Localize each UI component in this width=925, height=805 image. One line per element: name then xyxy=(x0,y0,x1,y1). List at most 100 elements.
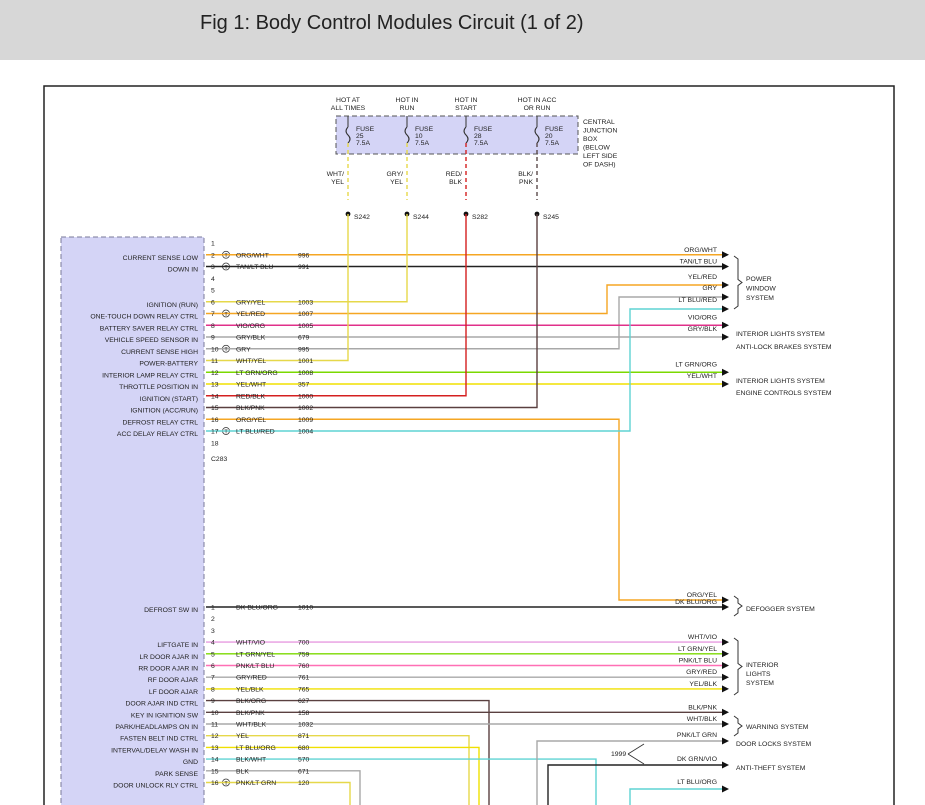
wire-color-label: GRY/RED xyxy=(236,675,267,682)
pin-number: 7 xyxy=(211,675,215,682)
circuit-number: 1007 xyxy=(298,311,313,318)
wire-red-blk xyxy=(206,214,467,397)
pin-number: 1 xyxy=(211,241,215,248)
wire-arrow xyxy=(722,251,729,259)
wire-color-label: LT GRN/ORG xyxy=(236,370,278,377)
pin-number: 11 xyxy=(211,722,218,729)
right-wire-color-label: ORG/YEL xyxy=(687,592,717,599)
pin-number: 16 xyxy=(211,780,219,787)
pin-label: DOWN IN xyxy=(168,267,198,274)
fuse-name: FUSE xyxy=(356,126,375,133)
wire-color-label: YEL/BLK xyxy=(236,686,264,693)
wire-color-label: BLK/ORG xyxy=(236,698,266,705)
fuse-number: 28 xyxy=(474,133,482,140)
circuit-number: 1000 xyxy=(298,393,313,400)
wire-color-label: BLK/PNK xyxy=(236,710,265,717)
pin-number: 12 xyxy=(211,370,219,377)
right-wire-color-label: WHT/BLK xyxy=(687,716,718,723)
wire-blk-org xyxy=(206,699,490,805)
wire-yel-red xyxy=(206,284,722,315)
system-label: ANTI-THEFT SYSTEM xyxy=(736,765,806,772)
right-wire-color-label: ORG/WHT xyxy=(684,247,717,254)
pin-number: 15 xyxy=(211,405,219,412)
wire-arrow xyxy=(722,281,729,289)
pin-label: INTERVAL/DELAY WASH IN xyxy=(111,747,198,754)
wire-arrow xyxy=(722,333,729,341)
wire-arrow xyxy=(722,638,729,646)
wire-color-label: YEL/RED xyxy=(236,311,265,318)
wire-dk-grn-vio xyxy=(547,764,722,805)
pin-label: ONE-TOUCH DOWN RELAY CTRL xyxy=(90,314,198,321)
pin-number: 10 xyxy=(211,710,219,717)
system-label: ANTI-LOCK BRAKES SYSTEM xyxy=(736,344,832,351)
fuse-wire-color: YEL xyxy=(390,179,403,186)
twisted-pair-marker-label: T xyxy=(224,347,228,353)
wire-blk-pnk xyxy=(206,214,538,409)
pin-label: KEY IN IGNITION SW xyxy=(131,712,199,719)
fuse-amperage: 7.5A xyxy=(356,140,370,147)
body-control-module xyxy=(60,236,205,805)
pin-label: VEHICLE SPEED SENSOR IN xyxy=(105,337,198,344)
pin-label: RF DOOR AJAR xyxy=(148,677,198,684)
year-note-pointer xyxy=(627,743,645,755)
wire-arrow xyxy=(722,673,729,681)
wire-org-yel xyxy=(206,418,722,601)
circuit-number: 1032 xyxy=(298,722,313,729)
system-label: DEFOGGER SYSTEM xyxy=(746,606,815,613)
fuse-wire-color: GRY/ xyxy=(387,171,404,178)
circuit-number: 760 xyxy=(298,663,310,670)
fuse-number: 20 xyxy=(545,133,553,140)
twisted-pair-marker-label: T xyxy=(224,253,228,259)
circuit-number: 991 xyxy=(298,264,310,271)
wire-lt-blu-org xyxy=(206,746,480,805)
wire-arrow xyxy=(722,263,729,270)
fuse-symbol xyxy=(345,126,351,144)
wire-color-label: ORG/YEL xyxy=(236,417,266,424)
wire-pnk-lt-grn-out xyxy=(536,740,722,805)
right-wire-color-label: BLK/PNK xyxy=(688,704,717,711)
pin-label: PARK SENSE xyxy=(155,771,198,778)
circuit-number: 679 xyxy=(298,335,310,342)
power-window-brace xyxy=(733,255,743,310)
interior-lights-brace xyxy=(733,637,743,696)
pin-label: IGNITION (ACC/RUN) xyxy=(130,408,198,415)
wire-arrow xyxy=(722,368,729,376)
pin-number: 4 xyxy=(211,276,215,283)
pin-label: INTERIOR LAMP RELAY CTRL xyxy=(102,372,198,379)
circuit-number: 995 xyxy=(298,346,310,353)
pin-number: 10 xyxy=(211,346,219,353)
pin-number: 6 xyxy=(211,663,215,670)
wire-arrow xyxy=(722,737,729,745)
wire-color-label: TAN/LT BLU xyxy=(236,264,273,271)
right-wire-color-label: PNK/LT GRN xyxy=(677,732,717,739)
wire-color-label: WHT/VIO xyxy=(236,640,265,647)
pin-label: DEFROST RELAY CTRL xyxy=(122,419,198,426)
right-wire-color-label: YEL/WHT xyxy=(687,373,717,380)
pin-number: 5 xyxy=(211,651,215,658)
pin-number: 9 xyxy=(211,698,215,705)
pin-number: 3 xyxy=(211,264,215,271)
fuse-wire-color: PNK xyxy=(519,179,533,186)
twisted-pair-marker-label: T xyxy=(224,312,228,318)
circuit-number: 1002 xyxy=(298,405,313,412)
splice-label: S282 xyxy=(472,214,488,221)
pin-number: 2 xyxy=(211,252,215,259)
pin-label: DOOR AJAR IND CTRL xyxy=(125,701,198,708)
circuit-number: 120 xyxy=(298,780,310,787)
wire-arrow xyxy=(722,761,729,769)
right-wire-color-label: LT BLU/RED xyxy=(678,297,717,304)
fuse-amperage: 7.5A xyxy=(474,140,488,147)
fuse-symbol xyxy=(463,126,469,144)
pin-label: IGNITION (START) xyxy=(140,396,198,403)
pin-label: THROTTLE POSITION IN xyxy=(119,384,198,391)
circuit-number: 1004 xyxy=(298,429,313,436)
wire-gry xyxy=(206,296,722,350)
pin-label: DOOR UNLOCK RLY CTRL xyxy=(113,783,198,790)
wire-color-label: LT GRN/YEL xyxy=(236,651,275,658)
pin-number: 13 xyxy=(211,382,219,389)
wire-arrow xyxy=(722,785,729,793)
wire-pnk-lt-grn xyxy=(206,781,351,805)
wire-color-label: GRY/BLK xyxy=(236,335,266,342)
circuit-number: 700 xyxy=(298,640,310,647)
fuse-name: FUSE xyxy=(474,126,493,133)
